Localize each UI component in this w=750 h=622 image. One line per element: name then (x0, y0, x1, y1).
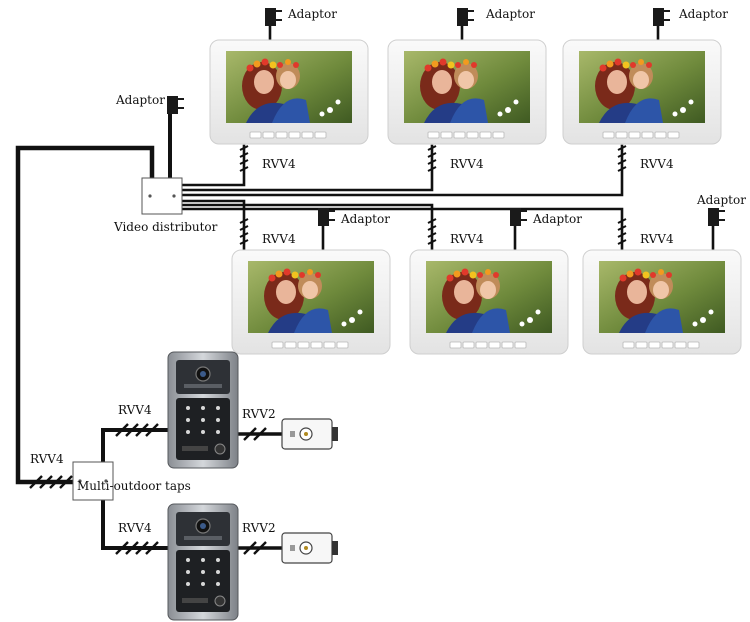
adaptor-label: Adaptor (532, 212, 582, 226)
adaptor-monitor-4 (317, 207, 336, 227)
video-distributor-label: Video distributor (113, 220, 218, 234)
cable-label: RVV2 (242, 521, 276, 535)
outdoor-station-2 (167, 503, 239, 621)
multi-outdoor-taps-label: Multi-outdoor taps (77, 479, 191, 493)
adaptor-monitor-2 (456, 7, 475, 27)
electric-lock-2 (281, 532, 339, 564)
indoor-monitor-1 (209, 39, 369, 145)
cable-label: RVV4 (118, 403, 152, 417)
adaptor-label: Adaptor (287, 7, 337, 21)
cable-label: RVV4 (30, 452, 64, 466)
adaptor-label: Adaptor (696, 193, 746, 207)
adaptor-monitor-3 (652, 7, 671, 27)
labels: Adaptor Adaptor Adaptor Adaptor Adaptor … (30, 7, 746, 535)
station-1-cable (101, 428, 170, 464)
indoor-monitor-4 (231, 249, 391, 355)
cable-label: RVV4 (262, 157, 296, 171)
cable-label: RVV4 (450, 157, 484, 171)
indoor-monitor-3 (562, 39, 722, 145)
multi-outdoor-taps (72, 461, 114, 501)
outdoor-station-1 (167, 351, 239, 469)
output-cable-5 (180, 203, 434, 252)
cable-label: RVV4 (640, 157, 674, 171)
indoor-monitor-6 (582, 249, 742, 355)
cable-hashes (28, 145, 627, 556)
cable-label: RVV4 (118, 521, 152, 535)
cable-label: RVV4 (262, 232, 296, 246)
adaptor-label: Adaptor (340, 212, 390, 226)
video-distributor (141, 177, 183, 215)
adaptor-monitor-6 (707, 207, 726, 227)
electric-lock-1 (281, 418, 339, 450)
cable-label: RVV4 (450, 232, 484, 246)
cable-label: RVV2 (242, 407, 276, 421)
indoor-monitor-2 (387, 39, 547, 145)
output-cable-4 (180, 199, 246, 252)
adaptor-label: Adaptor (678, 7, 728, 21)
indoor-monitor-5 (409, 249, 569, 355)
adaptor-monitor-1 (264, 7, 283, 27)
adaptor-distributor (166, 95, 185, 115)
adaptor-monitor-5 (509, 207, 528, 227)
output-cable-1 (180, 144, 246, 187)
cable-label: RVV4 (640, 232, 674, 246)
station-2-cable (101, 498, 170, 550)
trunk-cable (15, 145, 155, 485)
output-cable-2 (180, 144, 434, 192)
adaptor-label: Adaptor (485, 7, 535, 21)
adaptor-label: Adaptor (115, 93, 165, 107)
